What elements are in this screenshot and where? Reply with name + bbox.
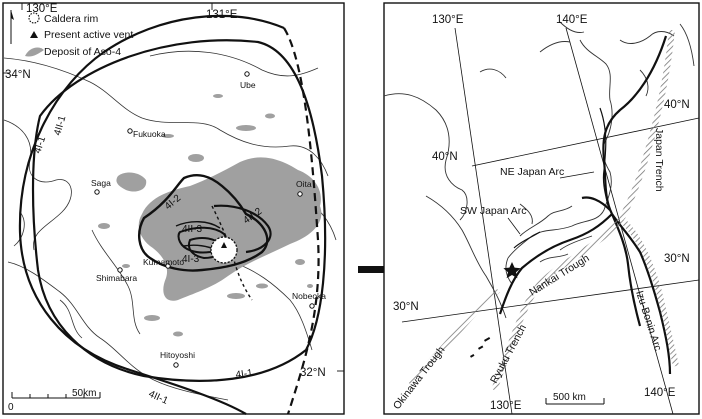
city-label: Nobeoka	[292, 291, 326, 301]
lat-label: 30°N	[393, 301, 419, 313]
isopach-lines	[18, 14, 327, 415]
triangle-icon	[30, 31, 38, 38]
lon-label: 130°E	[432, 14, 464, 26]
city-label: Fukuoka	[133, 129, 166, 139]
city-label: Shimabara	[96, 273, 137, 283]
north-arrow-icon	[10, 10, 14, 44]
zone-label: 4I-1	[235, 368, 254, 381]
zone-label: 4II-3	[182, 224, 202, 235]
feature-label: SW Japan Arc	[460, 205, 527, 217]
right-map-frame	[383, 2, 700, 415]
feature-label: NE Japan Arc	[500, 166, 564, 178]
lat-label: 40°N	[432, 151, 458, 163]
leader-line	[507, 217, 521, 235]
plate-boundaries	[498, 35, 672, 375]
city-label: Kumamoto	[143, 257, 184, 267]
lat-label: 32°N	[300, 367, 326, 379]
caldera-rim	[210, 236, 238, 264]
left-map: 130°E 131°E 34°N 32°N	[2, 2, 345, 415]
legend: Caldera rim Present active vent Deposit …	[25, 12, 133, 58]
zone-label: 4II-1	[52, 114, 68, 137]
scale-bar	[545, 398, 605, 405]
zone-label: 4I-3	[182, 254, 200, 265]
japan-coastline	[383, 21, 695, 319]
legend-label: Deposit of Aso-4	[44, 46, 121, 58]
scale-label: 50km	[72, 388, 96, 399]
graticule-ticks	[3, 3, 344, 372]
legend-label: Caldera rim	[44, 13, 99, 25]
city-label: Hitoyoshi	[160, 350, 195, 360]
volcanic-front	[513, 107, 609, 249]
aso-star-icon	[503, 262, 521, 279]
city-label: Saga	[91, 178, 111, 188]
ryukyu-islands	[470, 337, 491, 358]
lon-label: 140°E	[556, 14, 588, 26]
leader-line	[559, 171, 595, 179]
scale-bar	[11, 392, 101, 399]
scale-zero: 0	[8, 402, 14, 413]
right-map: 130°E 140°E 130°E 140°E 40°N 30°N 40°N 3…	[383, 2, 700, 415]
caldera-rim-icon	[28, 12, 40, 24]
city-label: Oita	[296, 179, 312, 189]
deposit-swatch-icon	[25, 47, 44, 57]
active-vent-icon	[221, 242, 227, 248]
feature-label: Japan Trench	[653, 128, 665, 192]
legend-label: Present active vent	[44, 29, 133, 41]
lat-label: 40°N	[664, 99, 690, 111]
zone-label: 4I-1	[32, 135, 48, 155]
trenches	[407, 29, 679, 392]
city-label: Ube	[240, 80, 256, 90]
lon-label: 130°E	[26, 3, 58, 15]
city-markers	[94, 71, 315, 368]
lon-label: 130°E	[490, 400, 522, 412]
lat-label: 30°N	[664, 253, 690, 265]
lon-label: 140°E	[644, 387, 676, 399]
scale-label: 500 km	[553, 392, 586, 403]
lat-label: 34°N	[5, 69, 31, 81]
